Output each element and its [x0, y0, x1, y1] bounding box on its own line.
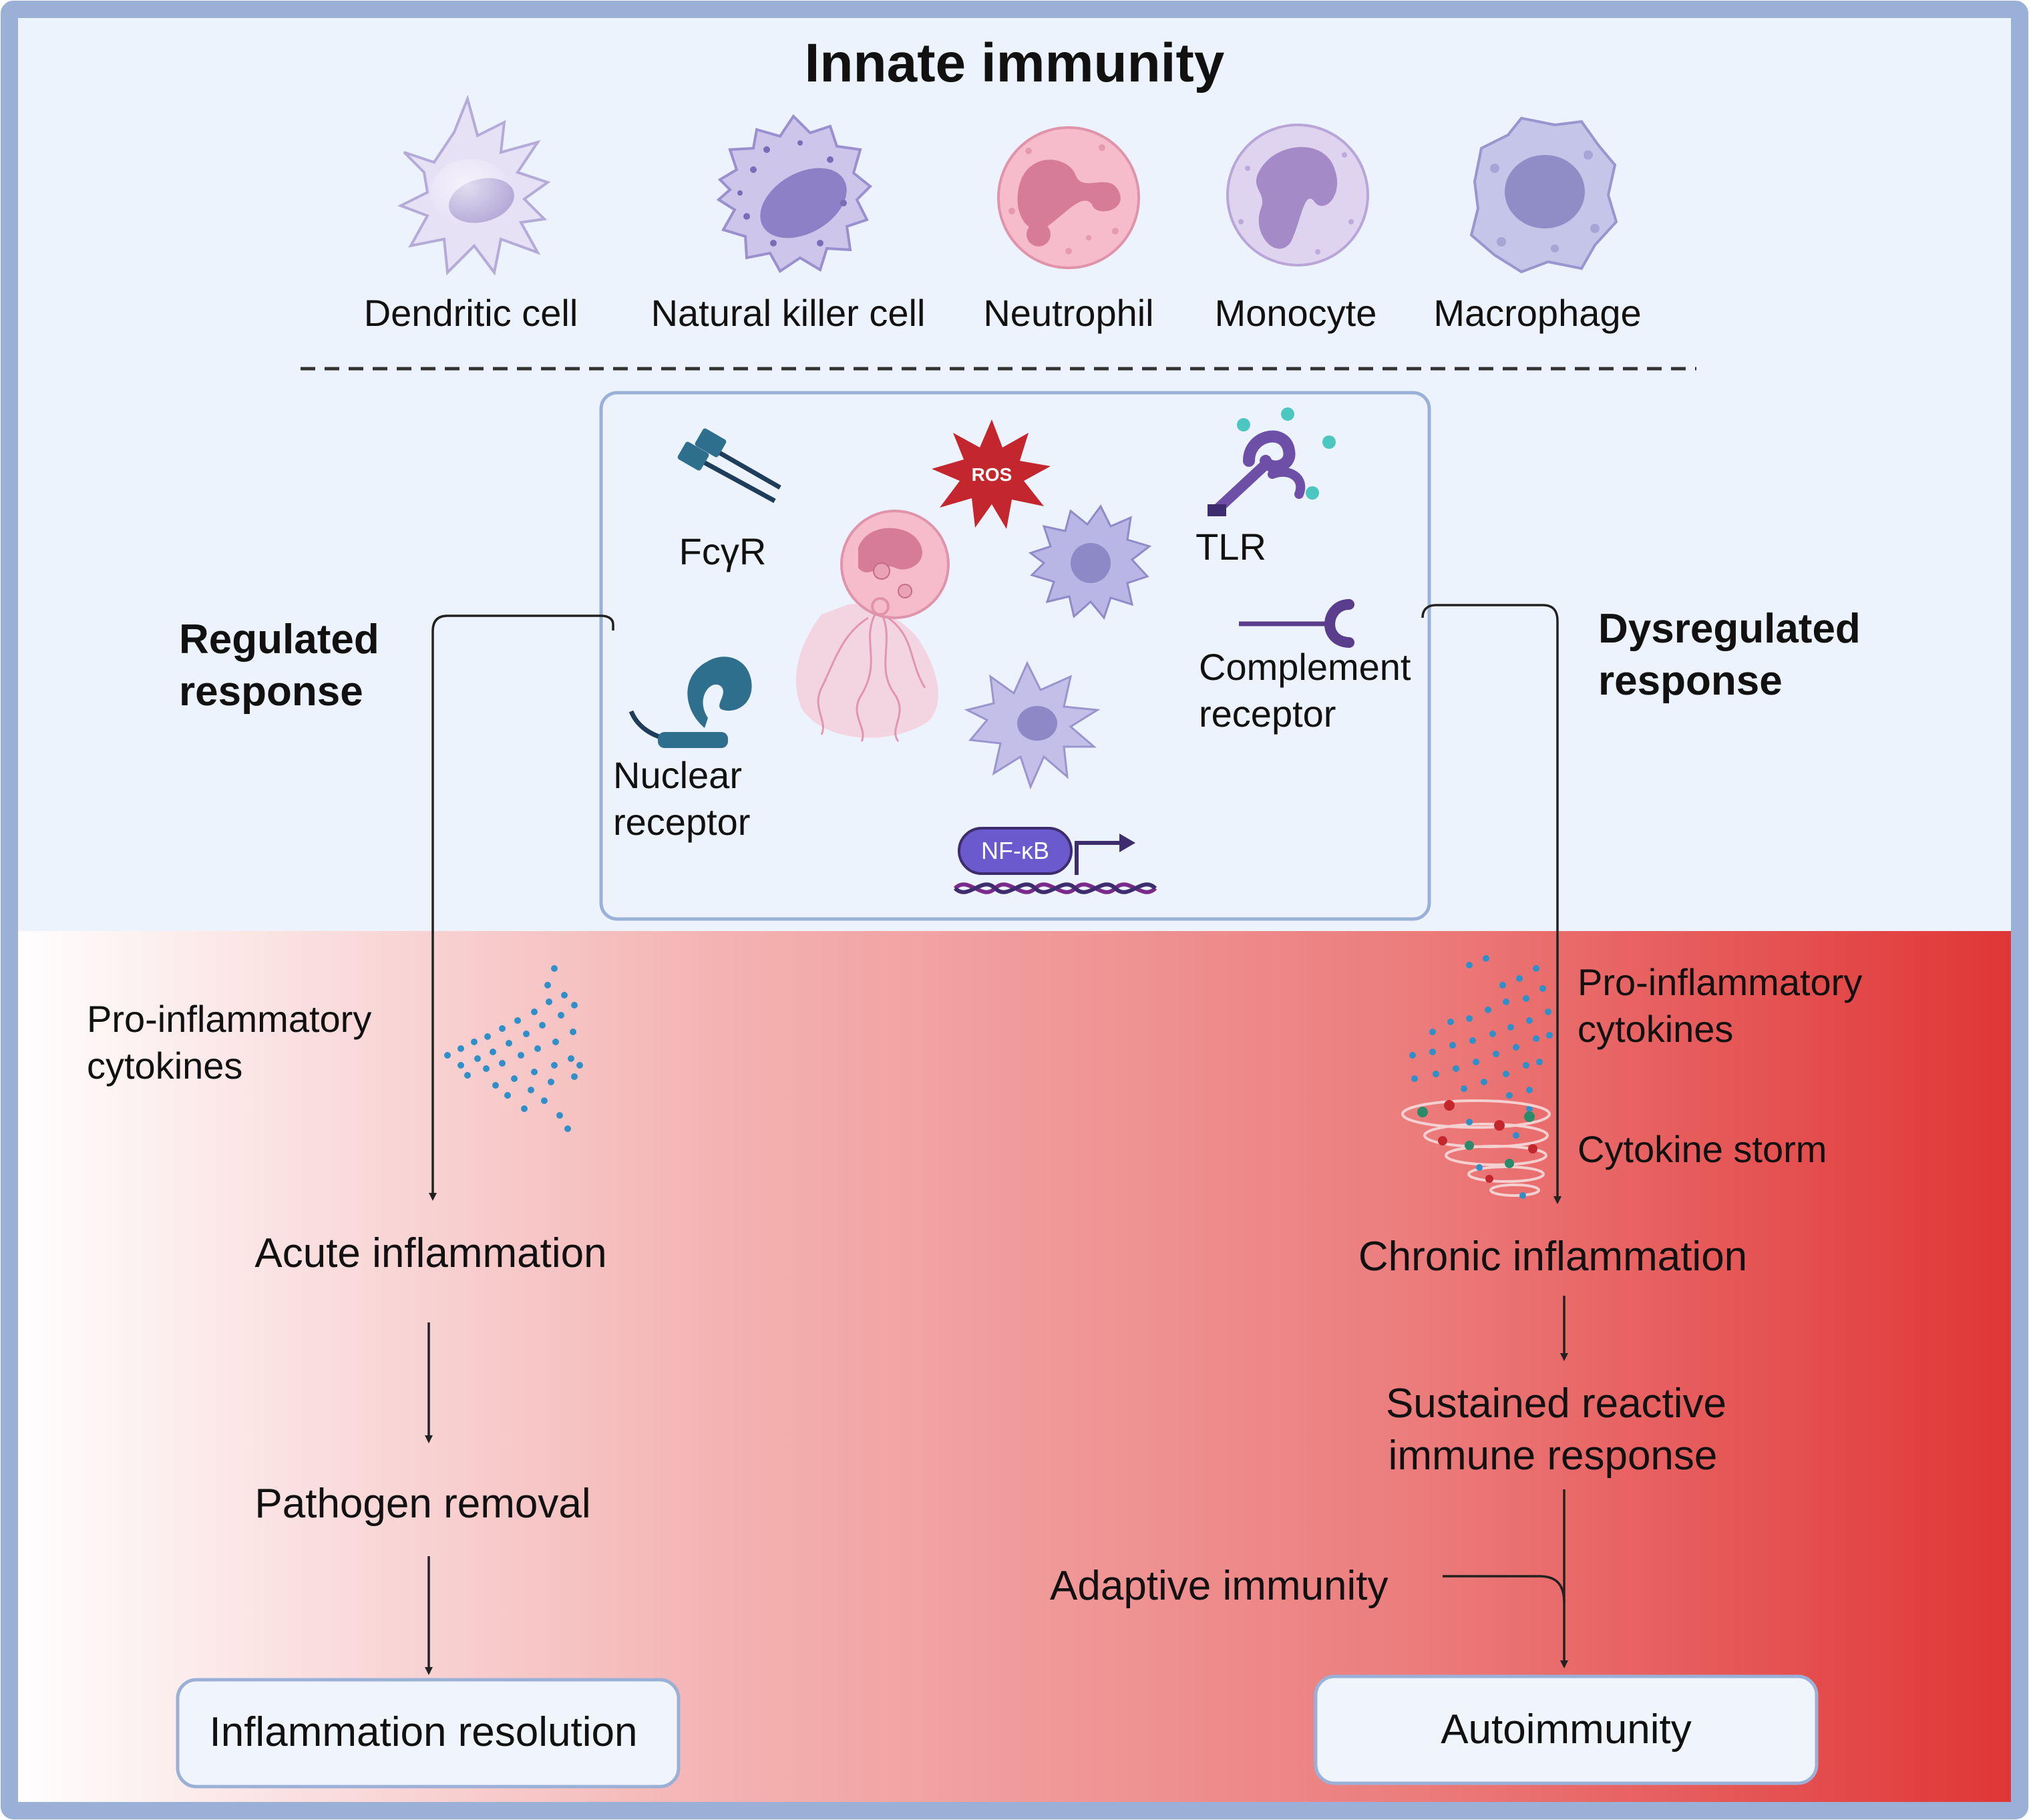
nfkb-label: NF-κB [981, 837, 1049, 864]
mechanism-box [599, 391, 1431, 921]
tlr-receptor-icon [1208, 407, 1336, 516]
regulated-heading-line2: response [179, 669, 363, 715]
neutrophil-net-icon [795, 510, 950, 742]
cell-label-neutrophil: Neutrophil [983, 292, 1153, 334]
left-cytokines-label-line1: Pro-inflammatory [87, 998, 371, 1040]
monocyte-icon [1226, 124, 1369, 266]
pathogen-removal-label: Pathogen removal [254, 1481, 590, 1527]
complement-label-line1: Complement [1199, 646, 1411, 688]
adaptive-immunity-merge-line [1443, 1575, 1565, 1604]
autoimmunity-box [1314, 1674, 1819, 1785]
macrophage-icon [1469, 116, 1618, 274]
complement-receptor-icon [1239, 599, 1354, 648]
dysregulated-heading-line2: response [1598, 658, 1783, 704]
adaptive-immunity-label: Adaptive immunity [1050, 1563, 1389, 1609]
autoimmunity-label: Autoimmunity [1441, 1706, 1692, 1753]
inflammation-resolution-label: Inflammation resolution [210, 1709, 638, 1755]
regulated-heading-line1: Regulated [179, 616, 379, 663]
right-cytokines-label-line1: Pro-inflammatory [1578, 961, 1862, 1003]
right-cytokines-label-line2: cytokines [1578, 1008, 1733, 1050]
ros-label: ROS [972, 464, 1012, 485]
left-connector-arrow [429, 614, 614, 1201]
page-title: Innate immunity [805, 33, 1225, 94]
tlr-label: TLR [1195, 526, 1266, 568]
fcgr-receptor-icon [677, 428, 781, 504]
left-cytokine-dots [444, 965, 583, 1132]
natural-killer-cell-icon [716, 114, 872, 273]
nuclear-receptor-icon [628, 657, 752, 748]
bottom-gradient-panel [9, 931, 2020, 1811]
right-cytokine-dots [1409, 955, 1553, 1112]
nuclear-label-line1: Nuclear [613, 754, 742, 796]
neutrophil-icon [997, 126, 1140, 269]
sustained-response-label-line1: Sustained reactive [1386, 1381, 1726, 1427]
activated-cell-icon-1 [1028, 504, 1152, 620]
right-connector-arrow [1421, 604, 1561, 1204]
complement-label-line2: receptor [1199, 693, 1336, 735]
fcgr-label: FcγR [679, 530, 767, 572]
nfkb-dna-icon [953, 827, 1157, 894]
dendritic-cell-icon [397, 94, 551, 276]
nuclear-label-line2: receptor [613, 801, 750, 843]
ros-burst-icon [932, 419, 1051, 529]
acute-inflammation-label: Acute inflammation [254, 1230, 606, 1276]
cytokine-storm-icon [1401, 1099, 1551, 1199]
chronic-inflammation-label: Chronic inflammation [1358, 1234, 1747, 1280]
left-cytokines-label-line2: cytokines [87, 1045, 242, 1087]
cell-label-dendritic: Dendritic cell [364, 292, 578, 334]
cytokine-storm-label: Cytokine storm [1578, 1128, 1827, 1170]
dysregulated-heading-line1: Dysregulated [1598, 606, 1861, 652]
sustained-response-label-line2: immune response [1389, 1433, 1718, 1479]
cell-label-macrophage: Macrophage [1433, 292, 1641, 334]
cell-label-natural-killer: Natural killer cell [651, 292, 926, 334]
inflammation-resolution-box [176, 1678, 681, 1789]
activated-cell-icon-2 [964, 661, 1101, 790]
cell-label-monocyte: Monocyte [1215, 292, 1377, 334]
